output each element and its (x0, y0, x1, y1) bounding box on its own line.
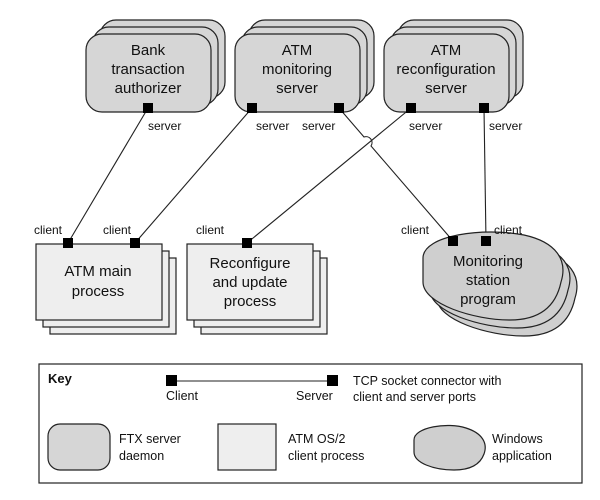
atm-main-port-label-left: client (34, 223, 63, 237)
connection-lines (67, 107, 487, 244)
reconfigure-client-port (242, 238, 252, 248)
station-port-label-left: client (401, 223, 430, 237)
bank-label-line-1: Bank (131, 42, 166, 59)
monitoring-station-program-node: Monitoring station program (422, 231, 578, 337)
station-client-port-right (481, 236, 491, 246)
key-client-port (166, 375, 177, 386)
reconfigure-label-line-2: and update (212, 274, 287, 291)
reconfig-server-label-line-2: reconfiguration (396, 61, 495, 78)
key-windows-line-2: application (492, 449, 552, 463)
monitoring-server-label-line-3: server (276, 80, 318, 97)
connector-reconfig-to-reconfigure-update (246, 107, 412, 244)
monitoring-server-port-right (334, 103, 344, 113)
server-ports (143, 103, 489, 113)
key-client-label: Client (166, 389, 198, 403)
bank-server-port (143, 103, 153, 113)
monitoring-server-label-line-2: monitoring (262, 61, 332, 78)
bank-label-line-3: authorizer (115, 80, 182, 97)
key-border (38, 363, 583, 484)
atm-main-process-node: ATM main process (35, 243, 177, 335)
key-title: Key (48, 371, 73, 386)
bank-port-label: server (148, 119, 181, 133)
station-label-line-2: station (466, 272, 510, 289)
atm-main-label-line-1: ATM main (64, 263, 131, 280)
atm-monitoring-server-node: ATM monitoring server (234, 19, 375, 113)
atm-main-label-line-2: process (72, 283, 125, 300)
station-port-label-right: client (494, 223, 523, 237)
reconfigure-label-line-1: Reconfigure (210, 255, 291, 272)
reconfig-server-label-line-3: server (425, 80, 467, 97)
reconfigure-label-line-3: process (224, 293, 277, 310)
reconfig-server-port-right (479, 103, 489, 113)
key-ftx-server-shape (47, 423, 111, 471)
key-os2-client-shape (217, 423, 277, 471)
monitoring-port-label-right: server (302, 119, 335, 133)
connector-bank-to-atm-main (67, 107, 149, 244)
key-ftx-line-2: daemon (119, 449, 164, 463)
key-os2-line-1: ATM OS/2 (288, 432, 345, 446)
key-connector-desc-line-2: client and server ports (353, 390, 476, 404)
station-label-line-3: program (460, 291, 516, 308)
connector-monitoring-to-station (338, 107, 454, 242)
key-ftx-line-1: FTX server (119, 432, 181, 446)
atm-main-port-label-right: client (103, 223, 132, 237)
connector-monitoring-to-atm-main (134, 107, 253, 244)
reconfig-port-label-left: server (409, 119, 442, 133)
key-windows-app-shape (413, 424, 486, 471)
bank-transaction-authorizer-node: Bank transaction authorizer (85, 19, 226, 113)
server-port-labels: server server server server server (148, 119, 522, 133)
atm-reconfiguration-server-node: ATM reconfiguration server (383, 19, 524, 113)
key-connector-desc-line-1: TCP socket connector with (353, 374, 501, 388)
key-server-port (327, 375, 338, 386)
station-label-line-1: Monitoring (453, 253, 523, 270)
client-ports (63, 236, 491, 248)
key-server-label: Server (296, 389, 333, 403)
reconfig-port-label-right: server (489, 119, 522, 133)
reconfigure-update-process-node: Reconfigure and update process (186, 243, 328, 335)
connector-reconfig-to-station (483, 107, 487, 242)
monitoring-server-port-left (247, 103, 257, 113)
reconfig-server-port-left (406, 103, 416, 113)
key-windows-line-1: Windows (492, 432, 543, 446)
client-port-labels: client client client client client (34, 223, 523, 237)
atm-main-client-port-right (130, 238, 140, 248)
key-os2-line-2: client process (288, 449, 364, 463)
monitoring-server-label-line-1: ATM (282, 42, 313, 59)
key-legend: Key Client Server TCP socket connector w… (38, 363, 583, 484)
station-client-port-left (448, 236, 458, 246)
monitoring-port-label-left: server (256, 119, 289, 133)
reconfigure-port-label: client (196, 223, 225, 237)
atm-main-client-port-left (63, 238, 73, 248)
reconfig-server-label-line-1: ATM (431, 42, 462, 59)
bank-label-line-2: transaction (111, 61, 184, 78)
